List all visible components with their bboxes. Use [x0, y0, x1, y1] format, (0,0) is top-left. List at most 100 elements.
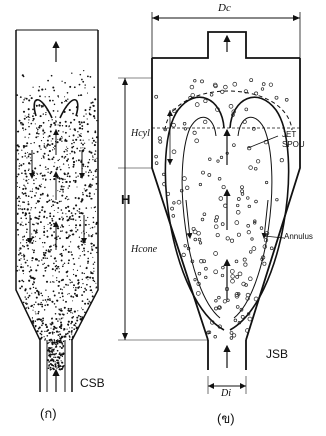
- csb-particle: [95, 170, 97, 172]
- csb-particle: [81, 287, 82, 288]
- csb-particle: [77, 137, 78, 138]
- csb-particle: [60, 325, 62, 327]
- csb-particle: [20, 122, 22, 124]
- csb-particle: [76, 177, 77, 178]
- csb-particle: [87, 93, 88, 94]
- jsb-particle: [253, 220, 256, 223]
- csb-particle: [53, 328, 55, 330]
- csb-particle: [51, 369, 52, 370]
- csb-particle: [76, 295, 78, 297]
- csb-particle: [51, 364, 53, 366]
- csb-particle: [17, 222, 19, 224]
- jsb-particle: [219, 197, 223, 201]
- csb-particle: [84, 143, 85, 144]
- csb-particle: [61, 343, 63, 345]
- csb-particle: [20, 266, 22, 268]
- csb-particle: [25, 115, 26, 116]
- csb-particle: [68, 251, 70, 253]
- jsb-particle: [241, 315, 244, 318]
- csb-particle: [72, 300, 73, 301]
- jsb-particle: [221, 223, 224, 226]
- jsb-particle: [269, 83, 272, 86]
- csb-particle: [59, 122, 61, 124]
- csb-particle: [90, 290, 91, 291]
- jsb-particle: [247, 224, 250, 227]
- csb-particle: [44, 309, 45, 310]
- jsb-particle: [240, 186, 243, 189]
- csb-particle: [30, 305, 32, 307]
- csb-particle: [20, 205, 21, 206]
- csb-particle: [57, 167, 59, 169]
- csb-particle: [55, 318, 57, 320]
- jsb-particle: [159, 140, 162, 143]
- csb-particle: [79, 224, 81, 226]
- csb-particle: [55, 266, 57, 268]
- jsb-particle: [217, 160, 219, 162]
- csb-particle: [73, 134, 75, 136]
- csb-particle: [57, 95, 59, 97]
- csb-particle: [77, 131, 78, 132]
- csb-particle: [95, 130, 97, 132]
- csb-particle: [29, 295, 31, 297]
- csb-particle: [80, 265, 81, 266]
- jsb-particle: [208, 158, 211, 161]
- csb-particle: [17, 144, 19, 146]
- csb-particle: [17, 229, 19, 231]
- csb-particle: [85, 166, 86, 167]
- csb-particle: [51, 234, 53, 236]
- jsb-particle: [234, 319, 237, 322]
- jsb-particle: [193, 131, 196, 134]
- csb-particle: [33, 224, 34, 225]
- csb-particle: [75, 289, 77, 291]
- csb-particle: [45, 166, 46, 167]
- jsb-particle: [260, 227, 263, 230]
- csb-particle: [48, 361, 50, 363]
- jsb-particle: [276, 198, 279, 201]
- csb-particle: [49, 350, 51, 352]
- csb-particle: [85, 289, 87, 291]
- csb-particle: [63, 300, 64, 301]
- csb-particle: [72, 139, 74, 141]
- csb-particle: [57, 266, 58, 267]
- csb-particle: [22, 188, 24, 190]
- csb-particle: [95, 206, 97, 208]
- csb-particle: [47, 80, 49, 82]
- csb-particle: [24, 236, 25, 237]
- csb-particle: [45, 267, 47, 269]
- csb-particle: [60, 322, 62, 324]
- csb-particle: [37, 151, 39, 153]
- dc-label: Dc: [218, 3, 231, 14]
- csb-particle: [51, 318, 52, 319]
- csb-particle: [78, 95, 80, 97]
- jsb-vessel: [118, 12, 300, 394]
- csb-particle: [18, 254, 20, 256]
- csb-particle: [58, 124, 59, 125]
- csb-particle: [62, 137, 63, 138]
- csb-particle: [62, 368, 63, 369]
- csb-particle: [52, 149, 53, 150]
- csb-particle: [39, 86, 40, 87]
- csb-particle: [33, 307, 34, 308]
- csb-particle: [34, 167, 36, 169]
- csb-particle: [70, 308, 72, 310]
- csb-particle: [26, 142, 28, 144]
- di-label: Di: [221, 389, 231, 399]
- csb-particle: [60, 288, 61, 289]
- csb-particle: [80, 74, 82, 76]
- hcone-label: Hcone: [131, 245, 157, 255]
- jsb-particle: [244, 263, 247, 266]
- csb-particle: [62, 182, 63, 183]
- csb-particle: [59, 368, 61, 370]
- csb-caption: (ก): [40, 407, 57, 420]
- csb-particle: [21, 124, 22, 125]
- jsb-particle: [172, 150, 176, 154]
- csb-particle: [37, 136, 38, 137]
- jsb-particle: [183, 122, 186, 125]
- csb-particle: [25, 213, 27, 215]
- csb-particle: [71, 333, 72, 334]
- csb-particle: [96, 287, 97, 288]
- jsb-particle: [172, 123, 176, 127]
- csb-particle: [65, 181, 67, 183]
- csb-particle: [59, 139, 61, 141]
- csb-particle: [75, 287, 77, 289]
